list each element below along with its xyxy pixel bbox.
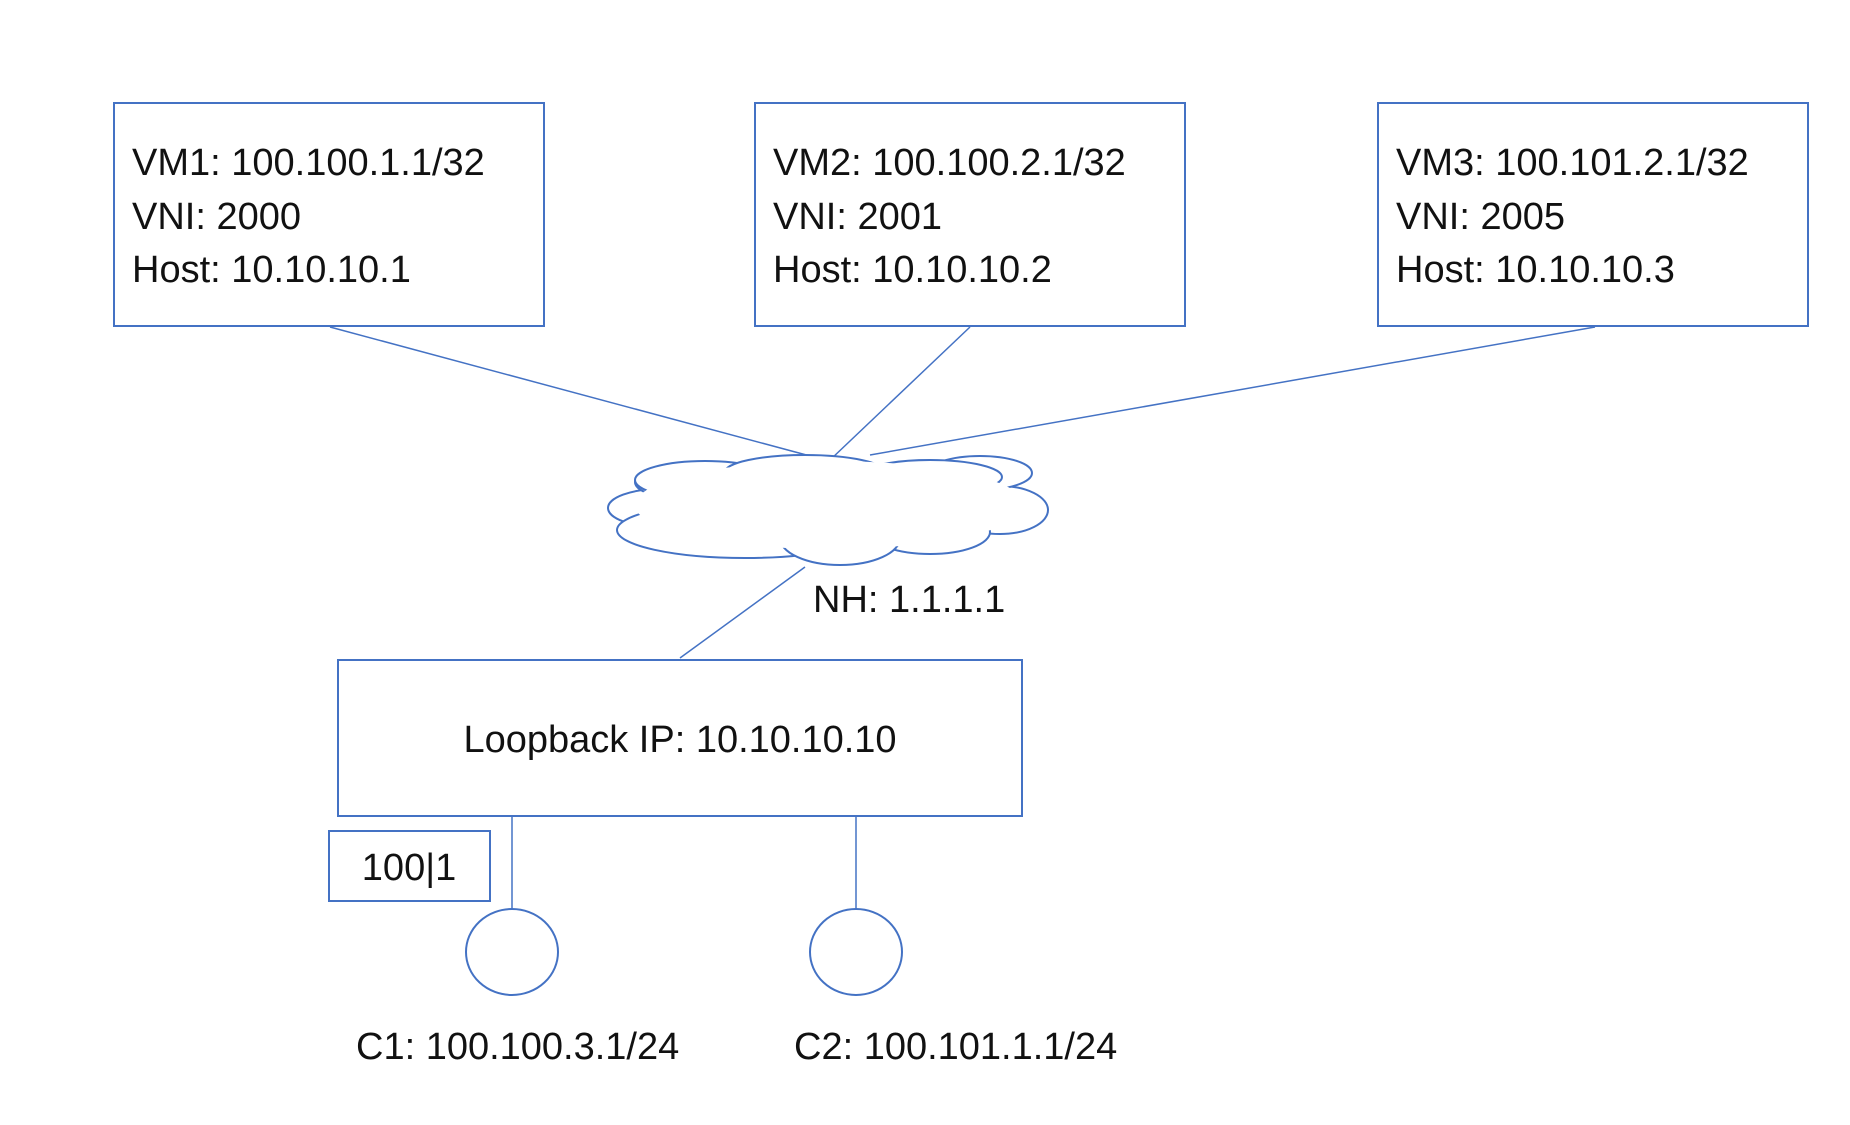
vm-vni: VNI: 2005 (1396, 196, 1565, 238)
vm-host: Host: 10.10.10.2 (773, 249, 1052, 291)
c2-circle-icon (809, 908, 903, 996)
vm-box-border (754, 102, 1186, 327)
router-box-border (337, 659, 1023, 817)
vm-host: Host: 10.10.10.1 (132, 249, 411, 291)
vm-host: Host: 10.10.10.3 (1396, 249, 1675, 291)
vm-name: VM1: 100.100.1.1/32 (132, 142, 485, 184)
connectors (329, 326, 1596, 910)
router-box: Loopback IP: 10.10.10.10 (337, 659, 1023, 817)
vm-name: VM2: 100.100.2.1/32 (773, 142, 1126, 184)
link-vm2-cloud (829, 326, 971, 461)
router-loopback-label: Loopback IP: 10.10.10.10 (463, 719, 896, 761)
link-vm1-cloud (329, 326, 826, 461)
vm-box-2: VM2: 100.100.2.1/32 VNI: 2001 Host: 10.1… (754, 102, 1186, 327)
vm-vni: VNI: 2001 (773, 196, 942, 238)
tag-label: 100|1 (362, 847, 456, 889)
cloud-icon (607, 454, 1049, 566)
next-hop-label: NH: 1.1.1.1 (813, 579, 1005, 621)
vm-box-1: VM1: 100.100.1.1/32 VNI: 2000 Host: 10.1… (113, 102, 545, 327)
tag-box: 100|1 (328, 830, 491, 902)
vm-box-3: VM3: 100.101.2.1/32 VNI: 2005 Host: 10.1… (1377, 102, 1809, 327)
link-vm3-cloud (869, 326, 1596, 456)
vm-box-border (1377, 102, 1809, 327)
c1-label: C1: 100.100.3.1/24 (356, 1026, 679, 1068)
vm-vni: VNI: 2000 (132, 196, 301, 238)
link-cloud-router (679, 566, 806, 659)
c2-label: C2: 100.101.1.1/24 (794, 1026, 1117, 1068)
vm-name: VM3: 100.101.2.1/32 (1396, 142, 1749, 184)
c1-circle-icon (465, 908, 559, 996)
tag-box-border (328, 830, 491, 902)
vm-box-border (113, 102, 545, 327)
